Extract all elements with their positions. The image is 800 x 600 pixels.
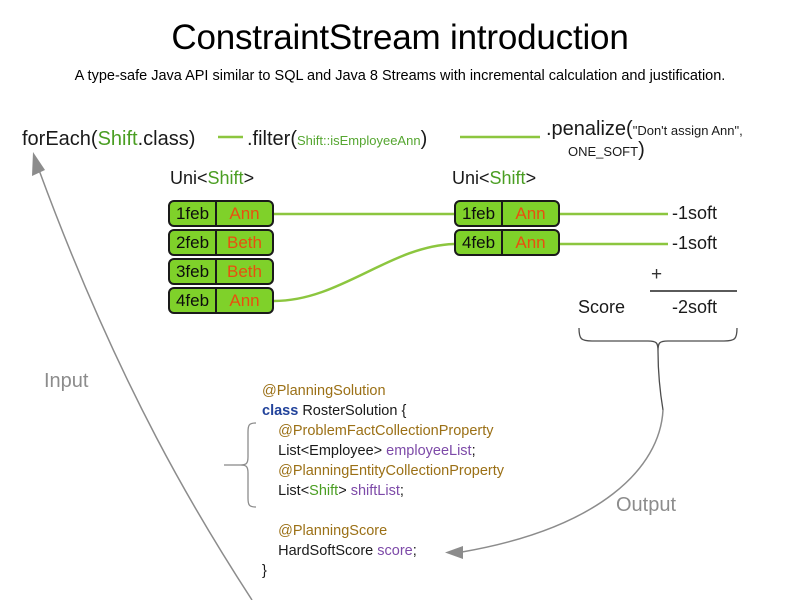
sum-divider [650,290,737,292]
code-closing-brace: } [262,563,267,579]
code-keyword-class: class [262,403,299,419]
shift-date: 2feb [170,231,217,254]
code-field-employee-list: employeeList [386,443,472,459]
uni-right-suffix: > [525,168,537,188]
shift-card[interactable]: 2feb Beth [168,229,274,256]
penalize-suffix: ) [638,139,645,161]
shift-employee: Beth [227,261,262,281]
shift-employee: Ann [229,203,260,223]
shift-date: 4feb [170,289,217,312]
score-brace [578,327,738,352]
uni-left-suffix: > [243,168,255,188]
shift-date: 3feb [170,260,217,283]
penalty-value-1: -1soft [672,203,718,223]
code-type-shift-list-b: > [338,483,351,499]
shift-card[interactable]: 3feb Beth [168,258,274,285]
code-annotation-planning-score: @PlanningScore [278,523,388,539]
shift-card-group-filtered: 1feb Ann 4feb Ann [454,200,560,258]
uni-right-prefix: Uni< [452,168,490,188]
foreach-suffix: .class) [137,128,196,150]
code-type-employee-list: List<Employee> [278,443,387,459]
score-total: -2soft [672,297,718,317]
sum-operator: + [651,264,663,285]
input-arrow-head [32,152,45,176]
code-field-shift-list: shiftList [350,483,400,499]
code-semicolon: ; [399,483,404,499]
score-label: Score [578,297,626,317]
code-annotation-problem-fact: @ProblemFactCollectionProperty [278,423,494,439]
uni-left-prefix: Uni< [170,168,208,188]
code-field-score: score [377,543,413,559]
uni-left-type: Shift [207,168,244,188]
code-semicolon: ; [412,543,417,559]
filter-prefix: .filter( [247,128,297,150]
code-annotation-planning-solution: @PlanningSolution [262,383,386,399]
uni-right-type: Shift [489,168,526,188]
stream-link-4feb [273,242,455,303]
shift-date: 1feb [456,202,503,225]
code-type-hardsoftscore: HardSoftScore [278,543,378,559]
filter-suffix: ) [420,128,428,150]
foreach-type: Shift [97,128,138,150]
shift-card[interactable]: 4feb Ann [454,229,560,256]
foreach-expression: forEach(Shift.class) [22,128,195,151]
uni-label-right: Uni<Shift> [452,168,536,189]
input-label: Input [44,370,89,392]
shift-employee: Ann [515,232,546,252]
domain-model-code: @PlanningSolution class RosterSolution {… [262,381,504,581]
code-semicolon: ; [471,443,476,459]
shift-date: 1feb [170,202,217,225]
page-subtitle: A type-safe Java API similar to SQL and … [74,68,726,84]
code-type-shift-list-a: List< [278,483,310,499]
shift-card[interactable]: 1feb Ann [168,200,274,227]
shift-card[interactable]: 1feb Ann [454,200,560,227]
shift-employee: Ann [515,203,546,223]
filter-argument: Shift::isEmployeeAnn [297,133,421,148]
code-annotation-planning-entity: @PlanningEntityCollectionProperty [278,463,505,479]
code-class-declaration: RosterSolution { [298,403,407,419]
shift-employee: Ann [229,290,260,310]
uni-label-left: Uni<Shift> [170,168,254,189]
shift-card[interactable]: 4feb Ann [168,287,274,314]
shift-card-group-input: 1feb Ann 2feb Beth 3feb Beth 4feb Ann [168,200,274,316]
foreach-prefix: forEach( [22,128,98,150]
shift-date: 4feb [456,231,503,254]
filter-expression: .filter(Shift::isEmployeeAnn) [247,128,427,151]
fields-brace [239,422,257,508]
penalize-arg-message: "Don't assign Ann", [632,123,743,138]
penalty-value-2: -1soft [672,233,718,253]
score-brace-stem [657,350,664,411]
shift-employee: Beth [227,232,262,252]
penalize-expression: .penalize("Don't assign Ann", ONE_SOFT) [546,118,743,162]
page-title: ConstraintStream introduction [171,18,629,57]
output-label: Output [616,494,677,516]
code-generic-shift: Shift [309,483,339,499]
penalize-prefix: .penalize( [546,118,633,140]
penalize-arg-weight: ONE_SOFT [568,144,639,159]
